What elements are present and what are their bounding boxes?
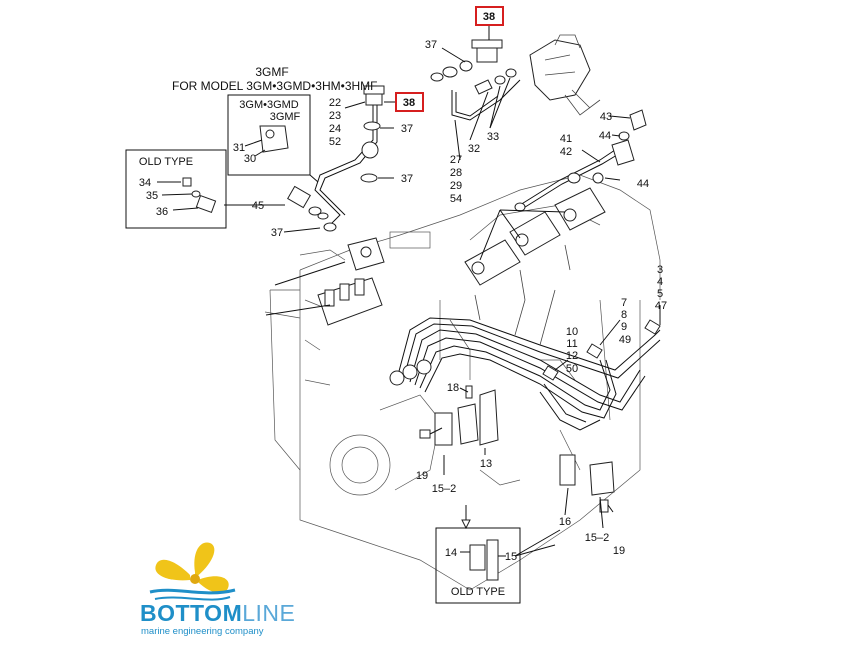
highlight-box-mid[interactable]	[395, 92, 424, 112]
callout-28: 28	[450, 167, 462, 179]
callout-15: 15	[505, 551, 517, 563]
inset-box-3gm-leader	[309, 174, 319, 183]
old-type-label-top: OLD TYPE	[139, 156, 193, 168]
callout-37b: 37	[401, 123, 413, 135]
brand-name-part2: LINE	[242, 600, 295, 626]
fuel-pipe-right	[514, 109, 647, 212]
callout-numbers: 37 22 23 24 52 37 37 31 30 34 35 36 45 3…	[139, 39, 667, 563]
inset-gm-label-2: 3GMF	[270, 111, 301, 123]
callout-19a: 19	[416, 470, 428, 482]
callout-24: 24	[329, 123, 341, 135]
callout-37c: 37	[401, 173, 413, 185]
callout-52: 52	[329, 136, 341, 148]
callout-37a: 37	[425, 39, 437, 51]
callout-31: 31	[233, 142, 245, 154]
brand-tagline: marine engineering company	[141, 626, 264, 637]
callout-44b: 44	[637, 178, 649, 190]
inset-clip-part	[244, 125, 289, 157]
model-title: 3GMF	[255, 65, 288, 79]
callout-54: 54	[450, 193, 462, 205]
brand-name-part1: BOTTOM	[140, 600, 242, 626]
inset-box-old-type-top	[125, 149, 227, 229]
callout-14: 14	[445, 547, 457, 559]
inset-gm-label-1: 3GM•3GMD	[239, 99, 299, 111]
callout-37d: 37	[271, 227, 283, 239]
callout-9: 9	[621, 321, 627, 333]
fuel-injection-pipes	[389, 289, 661, 431]
callout-4: 4	[657, 276, 663, 288]
callout-23: 23	[329, 110, 341, 122]
callout-35: 35	[146, 190, 158, 202]
callout-12: 12	[566, 350, 578, 362]
callout-41: 41	[560, 133, 572, 145]
inset-old-type-bottom-parts	[460, 539, 506, 581]
callout-15-2a: 15–2	[432, 483, 456, 495]
callout-5: 5	[657, 288, 663, 300]
callout-7: 7	[621, 297, 627, 309]
callout-15-2b: 15–2	[585, 532, 609, 544]
callout-16: 16	[559, 516, 571, 528]
callout-43: 43	[600, 111, 612, 123]
callout-11: 11	[566, 338, 577, 350]
old-type-label-bottom: OLD TYPE	[451, 586, 505, 598]
callout-13: 13	[480, 458, 492, 470]
callout-44a: 44	[599, 130, 611, 142]
callout-22: 22	[329, 97, 341, 109]
leak-off-pipe-left	[287, 85, 385, 232]
callout-3: 3	[657, 264, 663, 276]
pipe-clamps	[419, 385, 615, 530]
callout-49: 49	[619, 334, 631, 346]
callout-50: 50	[566, 363, 578, 375]
highlight-part-mid: 38	[403, 97, 415, 109]
callout-29: 29	[450, 180, 462, 192]
injector-group	[317, 187, 606, 326]
callout-33: 33	[487, 131, 499, 143]
return-pipe-top	[430, 34, 601, 121]
inset-old-type-top-parts	[157, 177, 217, 214]
leader-lines	[224, 26, 661, 557]
callout-32: 32	[468, 143, 480, 155]
model-line: FOR MODEL 3GM•3GMD•3HM•3HMF	[172, 79, 378, 93]
callout-30: 30	[244, 153, 256, 165]
callout-42: 42	[560, 146, 572, 158]
callout-19b: 19	[613, 545, 625, 557]
callout-27: 27	[450, 154, 462, 166]
brand-name: BOTTOMLINE	[140, 600, 295, 626]
callout-10: 10	[566, 326, 578, 338]
inset-box-3gm	[227, 94, 311, 176]
callout-8: 8	[621, 309, 627, 321]
callout-18: 18	[447, 382, 459, 394]
highlight-box-top[interactable]	[475, 6, 504, 26]
highlight-part-top: 38	[483, 11, 495, 23]
propeller-wave-icon	[149, 542, 236, 601]
callout-47: 47	[655, 300, 667, 312]
callout-34: 34	[139, 177, 151, 189]
callout-45: 45	[252, 200, 264, 212]
inset-box-old-type-bottom	[435, 527, 521, 604]
callout-36: 36	[156, 206, 168, 218]
